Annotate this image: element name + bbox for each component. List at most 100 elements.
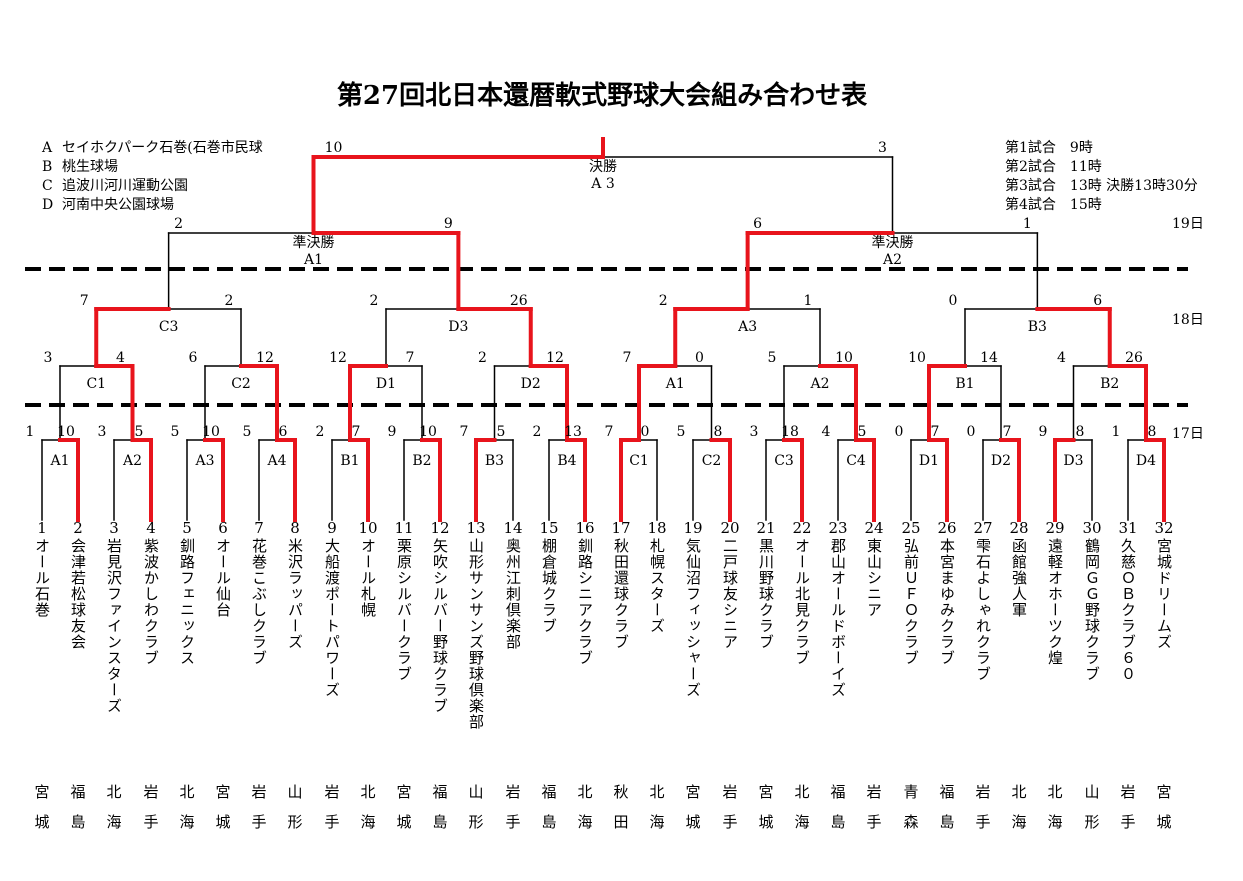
team-prefecture: 田: [613, 813, 628, 831]
team-prefecture: 手: [505, 813, 520, 831]
match-label: C3: [774, 453, 794, 469]
team-name: 釧路シニアクラブ: [576, 538, 594, 666]
team-number: 1: [37, 519, 47, 537]
venue-name-c: 追波川河川運動公園: [62, 178, 188, 194]
score: 12: [329, 350, 347, 366]
team-number: 19: [683, 519, 702, 537]
team-prefecture: 福: [939, 783, 954, 801]
match-label: C4: [846, 453, 866, 469]
team-prefecture: 手: [722, 813, 737, 831]
score: 8: [714, 424, 723, 440]
score: 2: [174, 216, 183, 232]
team-prefecture: 島: [70, 813, 85, 831]
team-name: 気仙沼フィッシャーズ: [684, 538, 702, 698]
score: 7: [352, 424, 361, 440]
score: 10: [908, 350, 926, 366]
match-label: A1: [49, 453, 69, 469]
match-label: B2: [1100, 376, 1119, 392]
team-name: 大船渡ポートパワーズ: [323, 538, 341, 698]
team-prefecture: 島: [432, 813, 447, 831]
semifinal-label: 準決勝: [872, 235, 914, 251]
team-prefecture: 山: [468, 783, 483, 801]
score: 4: [822, 424, 831, 440]
day-label-19: 19日: [1172, 216, 1204, 232]
team-name: 釧路フェニックス: [178, 538, 196, 666]
team-name: 紫波かしわクラブ: [142, 538, 160, 666]
team-number: 24: [864, 519, 883, 537]
team-prefecture: 手: [324, 813, 339, 831]
day-label-18: 18日: [1172, 312, 1204, 328]
match-label: D3: [448, 319, 468, 335]
team-prefecture: 手: [975, 813, 990, 831]
score: 2: [370, 293, 379, 309]
semifinal-venue: A1: [303, 252, 323, 268]
team-name: 米沢ラッパーズ: [286, 538, 304, 650]
team-prefecture: 岩: [143, 783, 158, 801]
score: 26: [1125, 350, 1143, 366]
team-prefecture: 福: [830, 783, 845, 801]
team-name: 花巻こぶしクラブ: [250, 538, 268, 666]
score: 10: [835, 350, 853, 366]
team-prefecture: 島: [939, 813, 954, 831]
score: 0: [949, 293, 958, 309]
score: 6: [1093, 293, 1102, 309]
team-number: 16: [575, 519, 594, 537]
score: 2: [533, 424, 542, 440]
team-number: 7: [254, 519, 264, 537]
team-prefecture: 海: [649, 813, 664, 831]
score: 10: [419, 424, 437, 440]
match-label: D4: [1136, 453, 1156, 469]
score: 7: [931, 424, 940, 440]
venue-code-a: A: [41, 140, 53, 156]
team-list: 1オール石巻宮城2会津若松球友会福島3岩見沢ファインスターズ北海4紫波かしわクラ…: [33, 519, 1174, 831]
match-label: D3: [1063, 453, 1083, 469]
team-name: 秋田還球クラブ: [612, 538, 630, 650]
team-name: 山形サンサンズ野球倶楽部: [467, 538, 485, 730]
team-name: 矢吹シルバー野球クラブ: [431, 538, 449, 714]
score: 13: [564, 424, 582, 440]
team-number: 23: [828, 519, 847, 537]
team-name: 郡山オールドボーイズ: [829, 538, 847, 698]
schedule-game-2: 第2試合 11時: [1005, 158, 1102, 175]
team-prefecture: 島: [541, 813, 556, 831]
schedule-game-1: 第1試合 9時: [1005, 139, 1093, 156]
team-name: 弘前ＵＦＯクラブ: [902, 538, 920, 666]
score: 5: [497, 424, 506, 440]
venue-name-d: 河南中央公園球場: [62, 197, 174, 213]
team-name: オール仙台: [214, 538, 232, 618]
score: 0: [895, 424, 904, 440]
match-label: A3: [194, 453, 214, 469]
team-number: 3: [109, 519, 119, 537]
team-name: 二戸球友シニア: [721, 538, 739, 650]
venue-name-a: セイホクパーク石巻(石巻市民球: [62, 139, 263, 156]
score: 8: [1148, 424, 1157, 440]
team-name: 雫石よしゃれクラブ: [974, 538, 992, 682]
team-name: 久慈ＯＢクラブ６０: [1119, 538, 1137, 682]
team-number: 10: [358, 519, 377, 537]
match-label: C2: [231, 376, 251, 392]
score: 7: [406, 350, 415, 366]
score: 3: [98, 424, 107, 440]
score: 1: [1023, 216, 1032, 232]
team-prefecture: 岩: [324, 783, 339, 801]
team-prefecture: 城: [685, 813, 700, 831]
team-prefecture: 城: [34, 813, 49, 831]
team-prefecture: 北: [577, 783, 592, 801]
score: 7: [623, 350, 632, 366]
team-prefecture: 山: [1084, 783, 1099, 801]
score: 12: [546, 350, 564, 366]
score: 10: [325, 140, 343, 156]
